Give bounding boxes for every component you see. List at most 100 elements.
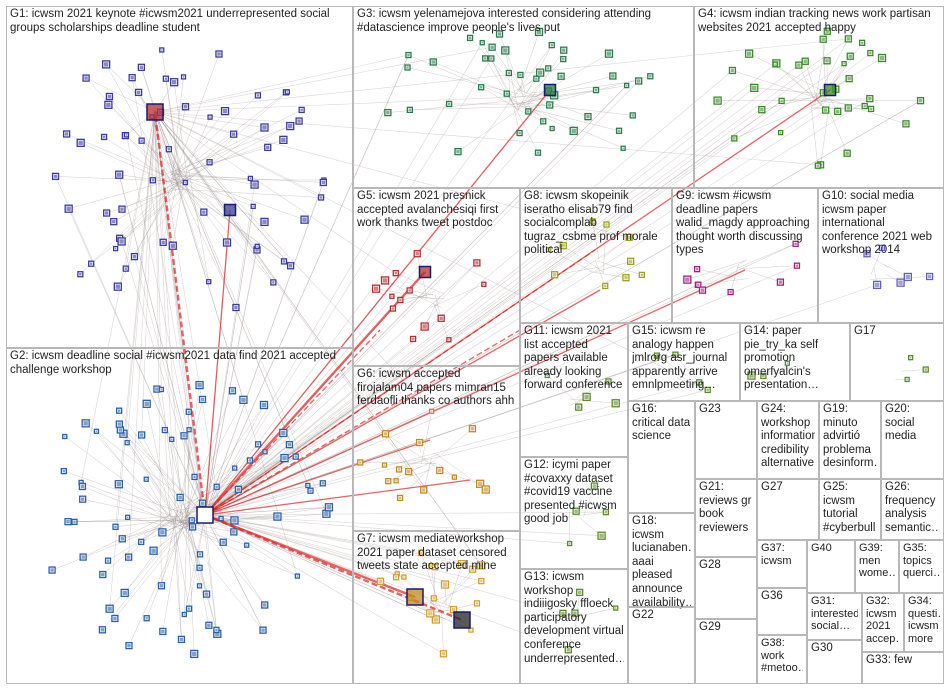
node-fill — [613, 401, 618, 406]
node-fill — [880, 246, 884, 250]
node-fill — [760, 107, 764, 112]
edge — [127, 517, 171, 527]
group-box-g30: G30 — [807, 640, 862, 684]
node-fill — [607, 380, 610, 383]
node-fill — [628, 259, 633, 264]
node-fill — [918, 98, 923, 103]
edge — [119, 182, 178, 239]
edge — [436, 469, 481, 485]
node-fill — [611, 74, 615, 78]
group-label-g3: G3: icwsm yelenamejova interested consid… — [357, 8, 652, 34]
node-fill — [249, 177, 252, 180]
node-fill — [264, 451, 266, 453]
hub-node — [543, 83, 557, 97]
edge — [153, 524, 189, 551]
edge — [154, 46, 493, 113]
group-label-g22: G22 — [632, 609, 654, 621]
node-fill — [438, 468, 442, 473]
edge — [122, 520, 174, 539]
hub-node — [418, 265, 432, 279]
edge — [154, 111, 327, 514]
node-fill — [231, 132, 236, 136]
node-fill — [252, 182, 257, 187]
edge — [204, 514, 217, 630]
node-fill — [562, 57, 565, 61]
edge — [154, 111, 291, 266]
node-fill — [816, 164, 820, 167]
edge — [171, 516, 224, 543]
node-fill — [307, 484, 309, 487]
node-fill — [419, 551, 423, 555]
node-fill — [752, 85, 757, 91]
edge — [568, 398, 616, 404]
node-fill — [114, 525, 117, 529]
group-label-g36: G36 — [761, 590, 783, 602]
node-fill — [126, 441, 128, 444]
group-box-g36: G36 — [757, 588, 807, 635]
node-fill — [187, 410, 190, 413]
group-box-g11: G11: icwsm 2021 list accepted papers ava… — [520, 323, 628, 457]
node-fill — [178, 495, 182, 500]
node-fill — [406, 66, 409, 69]
edge — [120, 429, 187, 530]
edge — [126, 134, 206, 516]
node-fill — [100, 628, 105, 632]
edge — [177, 173, 258, 247]
node-fill — [674, 353, 677, 356]
edge — [171, 439, 188, 521]
edge — [563, 245, 605, 273]
node-fill — [136, 90, 141, 95]
edge — [178, 526, 264, 631]
edge — [204, 514, 264, 631]
node-fill — [266, 145, 270, 150]
edge — [469, 37, 522, 94]
edge — [594, 261, 631, 273]
edge — [184, 510, 188, 615]
edge — [204, 85, 627, 516]
node-fill — [309, 489, 312, 492]
node-fill — [159, 584, 164, 588]
edge — [811, 38, 849, 107]
node-fill — [326, 505, 332, 510]
edge — [457, 105, 524, 152]
node-fill — [434, 565, 437, 569]
node-fill — [561, 244, 565, 248]
node-fill — [160, 530, 165, 535]
edge — [68, 208, 206, 516]
edge — [384, 458, 427, 466]
node-fill — [729, 290, 732, 294]
node-fill — [209, 116, 211, 118]
node-fill — [566, 648, 571, 652]
strong-edge — [204, 271, 426, 516]
edge — [697, 268, 736, 278]
edge — [565, 511, 606, 518]
edge — [107, 510, 189, 561]
node-fill — [207, 623, 211, 627]
node-fill — [236, 487, 241, 491]
edge — [184, 516, 217, 630]
edge — [172, 181, 184, 246]
edge — [177, 162, 210, 190]
edge — [204, 339, 450, 516]
edge — [171, 175, 205, 213]
edge — [204, 100, 921, 516]
edge — [204, 184, 255, 516]
node-fill — [197, 382, 202, 388]
edge — [204, 100, 782, 516]
node-fill — [64, 132, 69, 136]
edge — [423, 457, 432, 491]
edge — [395, 469, 432, 482]
node-fill — [394, 271, 397, 275]
node-fill — [386, 110, 390, 115]
group-box-g4: G4: icwsm indian tracking news work part… — [694, 6, 944, 188]
node-fill — [503, 48, 508, 53]
node-fill — [592, 484, 597, 488]
node-fill — [552, 273, 557, 277]
node-fill — [296, 575, 299, 577]
edge — [141, 434, 184, 516]
node-fill — [359, 461, 362, 464]
edge — [141, 510, 183, 543]
node-fill — [126, 555, 131, 559]
edge — [754, 87, 827, 95]
edge — [177, 489, 239, 521]
